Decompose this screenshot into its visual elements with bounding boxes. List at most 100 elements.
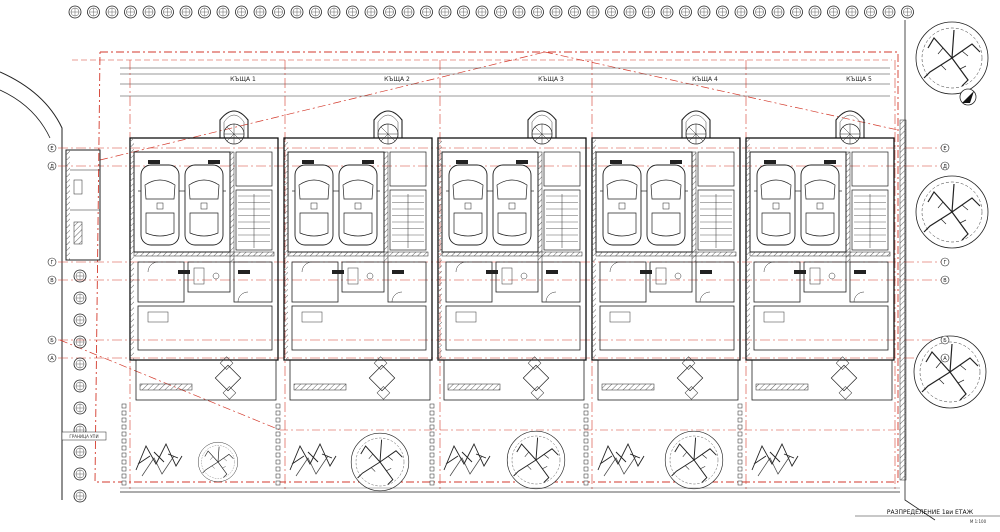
house-unit: КЪЩА 4 — [583, 76, 741, 486]
car-icon — [137, 164, 183, 246]
tree-icon — [605, 5, 618, 19]
grid-axis-label: А — [943, 356, 947, 362]
tree-icon — [586, 5, 600, 19]
patio-table-icon — [830, 356, 858, 400]
tree-icon — [697, 5, 711, 19]
tree-icon — [290, 5, 304, 19]
stair-icon — [377, 123, 399, 145]
tree-icon — [808, 5, 822, 19]
grid-axis-label: Е — [50, 146, 53, 152]
house-unit: КЪЩА 3 — [429, 76, 587, 486]
patio-table-icon — [214, 356, 242, 400]
tree-icon — [73, 291, 87, 305]
tree-icon — [864, 5, 877, 19]
grid-axis-bubble: В — [47, 275, 57, 285]
tree-icon — [512, 5, 526, 19]
grid-axis-bubble: А — [47, 353, 57, 363]
tree-icon — [87, 5, 100, 19]
house-unit: КЪЩА 1 — [121, 76, 279, 486]
tree-icon — [142, 5, 156, 19]
tree-icon — [882, 5, 896, 19]
tree-icon — [309, 5, 322, 19]
site-boundary-right — [904, 20, 936, 521]
car-icon — [643, 164, 689, 246]
tree-icon — [401, 5, 415, 19]
tree-icon — [364, 5, 378, 19]
tree-icon — [73, 379, 87, 393]
tree-icon — [124, 5, 137, 19]
tree-icon — [679, 5, 692, 19]
tree-icon — [197, 441, 239, 483]
shrub-icon — [443, 443, 491, 477]
grid-axis-bubble: Е — [940, 143, 950, 153]
top-tree-row — [68, 5, 914, 19]
grid-axis-bubble: Е — [47, 143, 57, 153]
grid-axis-label: Е — [943, 146, 946, 152]
patio-table-icon — [522, 356, 550, 400]
site-boundary-left — [0, 71, 63, 500]
grid-axis-bubble: Д — [47, 161, 57, 171]
grid-axis-label: Г — [943, 260, 946, 266]
grid-axis-bubble: Б — [47, 335, 57, 345]
dimension-lines-top — [120, 67, 890, 97]
car-icon — [489, 164, 535, 246]
tree-icon — [73, 467, 87, 481]
grid-axis-label: Б — [50, 338, 54, 344]
tree-icon — [568, 5, 581, 19]
tree-icon — [73, 335, 87, 349]
tree-icon — [73, 357, 87, 371]
tree-icon — [73, 269, 87, 283]
car-icon — [445, 164, 491, 246]
tree-icon — [327, 5, 341, 19]
grid-axis-label: В — [943, 278, 947, 284]
tree-icon — [734, 5, 748, 19]
house-label: КЪЩА 3 — [538, 76, 564, 83]
tree-icon — [790, 5, 803, 19]
car-icon — [753, 164, 799, 246]
tree-icon — [161, 5, 174, 19]
tree-icon — [915, 175, 989, 249]
tree-icon — [73, 489, 87, 503]
tree-icon — [506, 430, 566, 490]
tree-icon — [716, 5, 729, 19]
patio-table-icon — [676, 356, 704, 400]
tree-icon — [68, 5, 82, 19]
grid-axis-label: Б — [943, 338, 947, 344]
stair-icon — [839, 123, 861, 145]
tree-icon — [179, 5, 193, 19]
tree-icon — [350, 432, 410, 492]
car-icon — [291, 164, 337, 246]
tree-icon — [383, 5, 396, 19]
tree-icon — [73, 313, 87, 327]
tree-icon — [771, 5, 785, 19]
shrub-icon — [751, 443, 799, 477]
left-annex — [65, 149, 101, 261]
drawing-scale: М 1:100 — [970, 519, 987, 524]
house-label: КЪЩА 4 — [692, 76, 718, 83]
boundary-tag-text: ГРАНИЦА УПИ — [69, 434, 98, 439]
house-unit: КЪЩА 2 — [275, 76, 433, 486]
grid-axis-bubble: А — [940, 353, 950, 363]
tree-icon — [253, 5, 267, 19]
car-icon — [599, 164, 645, 246]
grid-axes — [58, 60, 945, 490]
tree-icon — [198, 5, 211, 19]
tree-icon — [235, 5, 248, 19]
shrub-icon — [135, 443, 183, 477]
stair-icon — [223, 123, 245, 145]
tree-icon — [420, 5, 433, 19]
shrub-icon — [289, 443, 337, 477]
boundary-tag: ГРАНИЦА УПИ — [61, 431, 107, 441]
tree-icon — [845, 5, 859, 19]
grid-axis-label: В — [50, 278, 54, 284]
stair-icon — [531, 123, 553, 145]
tree-icon — [623, 5, 637, 19]
grid-axis-bubble: Г — [940, 257, 950, 267]
tree-icon — [105, 5, 119, 19]
drawing-title: РАЗПРЕДЕЛЕНИЕ 1ви ЕТАЖ — [887, 509, 974, 516]
tree-icon — [827, 5, 840, 19]
tree-icon — [753, 5, 766, 19]
tree-icon — [475, 5, 489, 19]
